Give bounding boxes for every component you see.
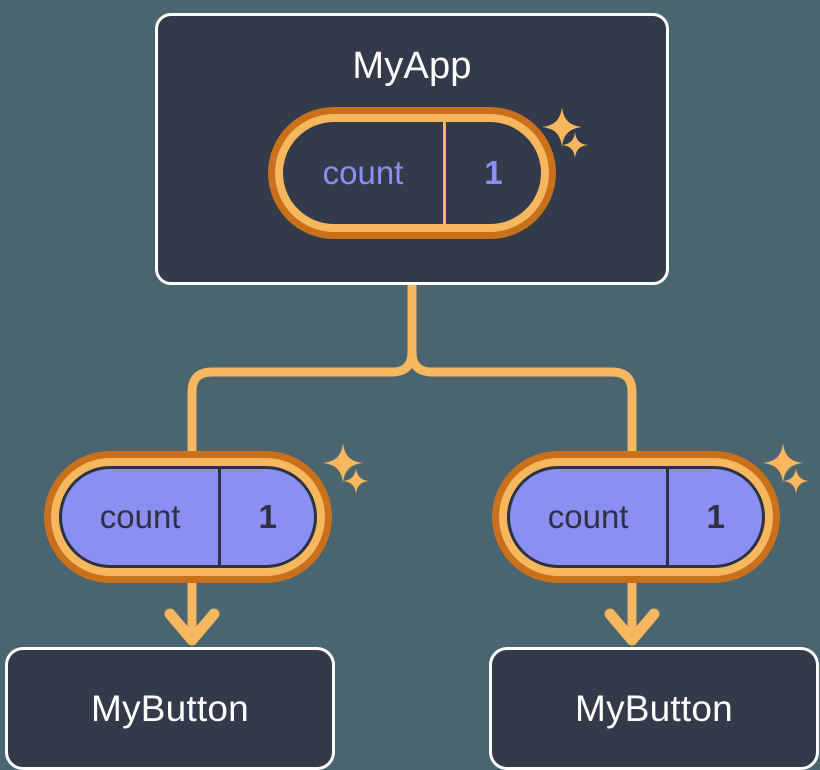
state-pill-body: count 1 bbox=[283, 122, 541, 224]
component-label-left: MyButton bbox=[91, 687, 249, 729]
sparkle-small-myapp bbox=[562, 132, 588, 158]
prop-pill-body-right: count 1 bbox=[507, 466, 765, 568]
component-label-right: MyButton bbox=[575, 687, 733, 729]
prop-pill-body-left: count 1 bbox=[59, 466, 317, 568]
state-pill-myapp[interactable]: count 1 bbox=[268, 107, 556, 239]
prop-pill-ring-left: count 1 bbox=[51, 458, 325, 576]
component-card-mybutton-left[interactable]: MyButton bbox=[5, 647, 335, 770]
component-card-myapp[interactable]: MyApp bbox=[155, 13, 669, 285]
connector-branch-right bbox=[407, 281, 637, 457]
arrow-head-left bbox=[164, 608, 220, 646]
prop-key-label-right: count bbox=[510, 469, 670, 565]
state-value-label: 1 bbox=[484, 154, 503, 191]
prop-pill-right[interactable]: count 1 bbox=[492, 451, 780, 583]
state-pill-ring: count 1 bbox=[275, 114, 549, 232]
prop-pill-ring-right: count 1 bbox=[499, 458, 773, 576]
prop-pill-left[interactable]: count 1 bbox=[44, 451, 332, 583]
sparkle-small-right bbox=[783, 468, 809, 494]
sparkle-small-left bbox=[343, 468, 369, 494]
state-key-label: count bbox=[283, 122, 446, 224]
prop-value-label-right: 1 bbox=[706, 498, 725, 535]
component-card-mybutton-right[interactable]: MyButton bbox=[489, 647, 819, 770]
prop-value-label-left: 1 bbox=[258, 498, 277, 535]
arrow-head-right bbox=[604, 608, 660, 646]
page-title: MyApp bbox=[352, 45, 472, 87]
prop-key-label-left: count bbox=[62, 469, 222, 565]
